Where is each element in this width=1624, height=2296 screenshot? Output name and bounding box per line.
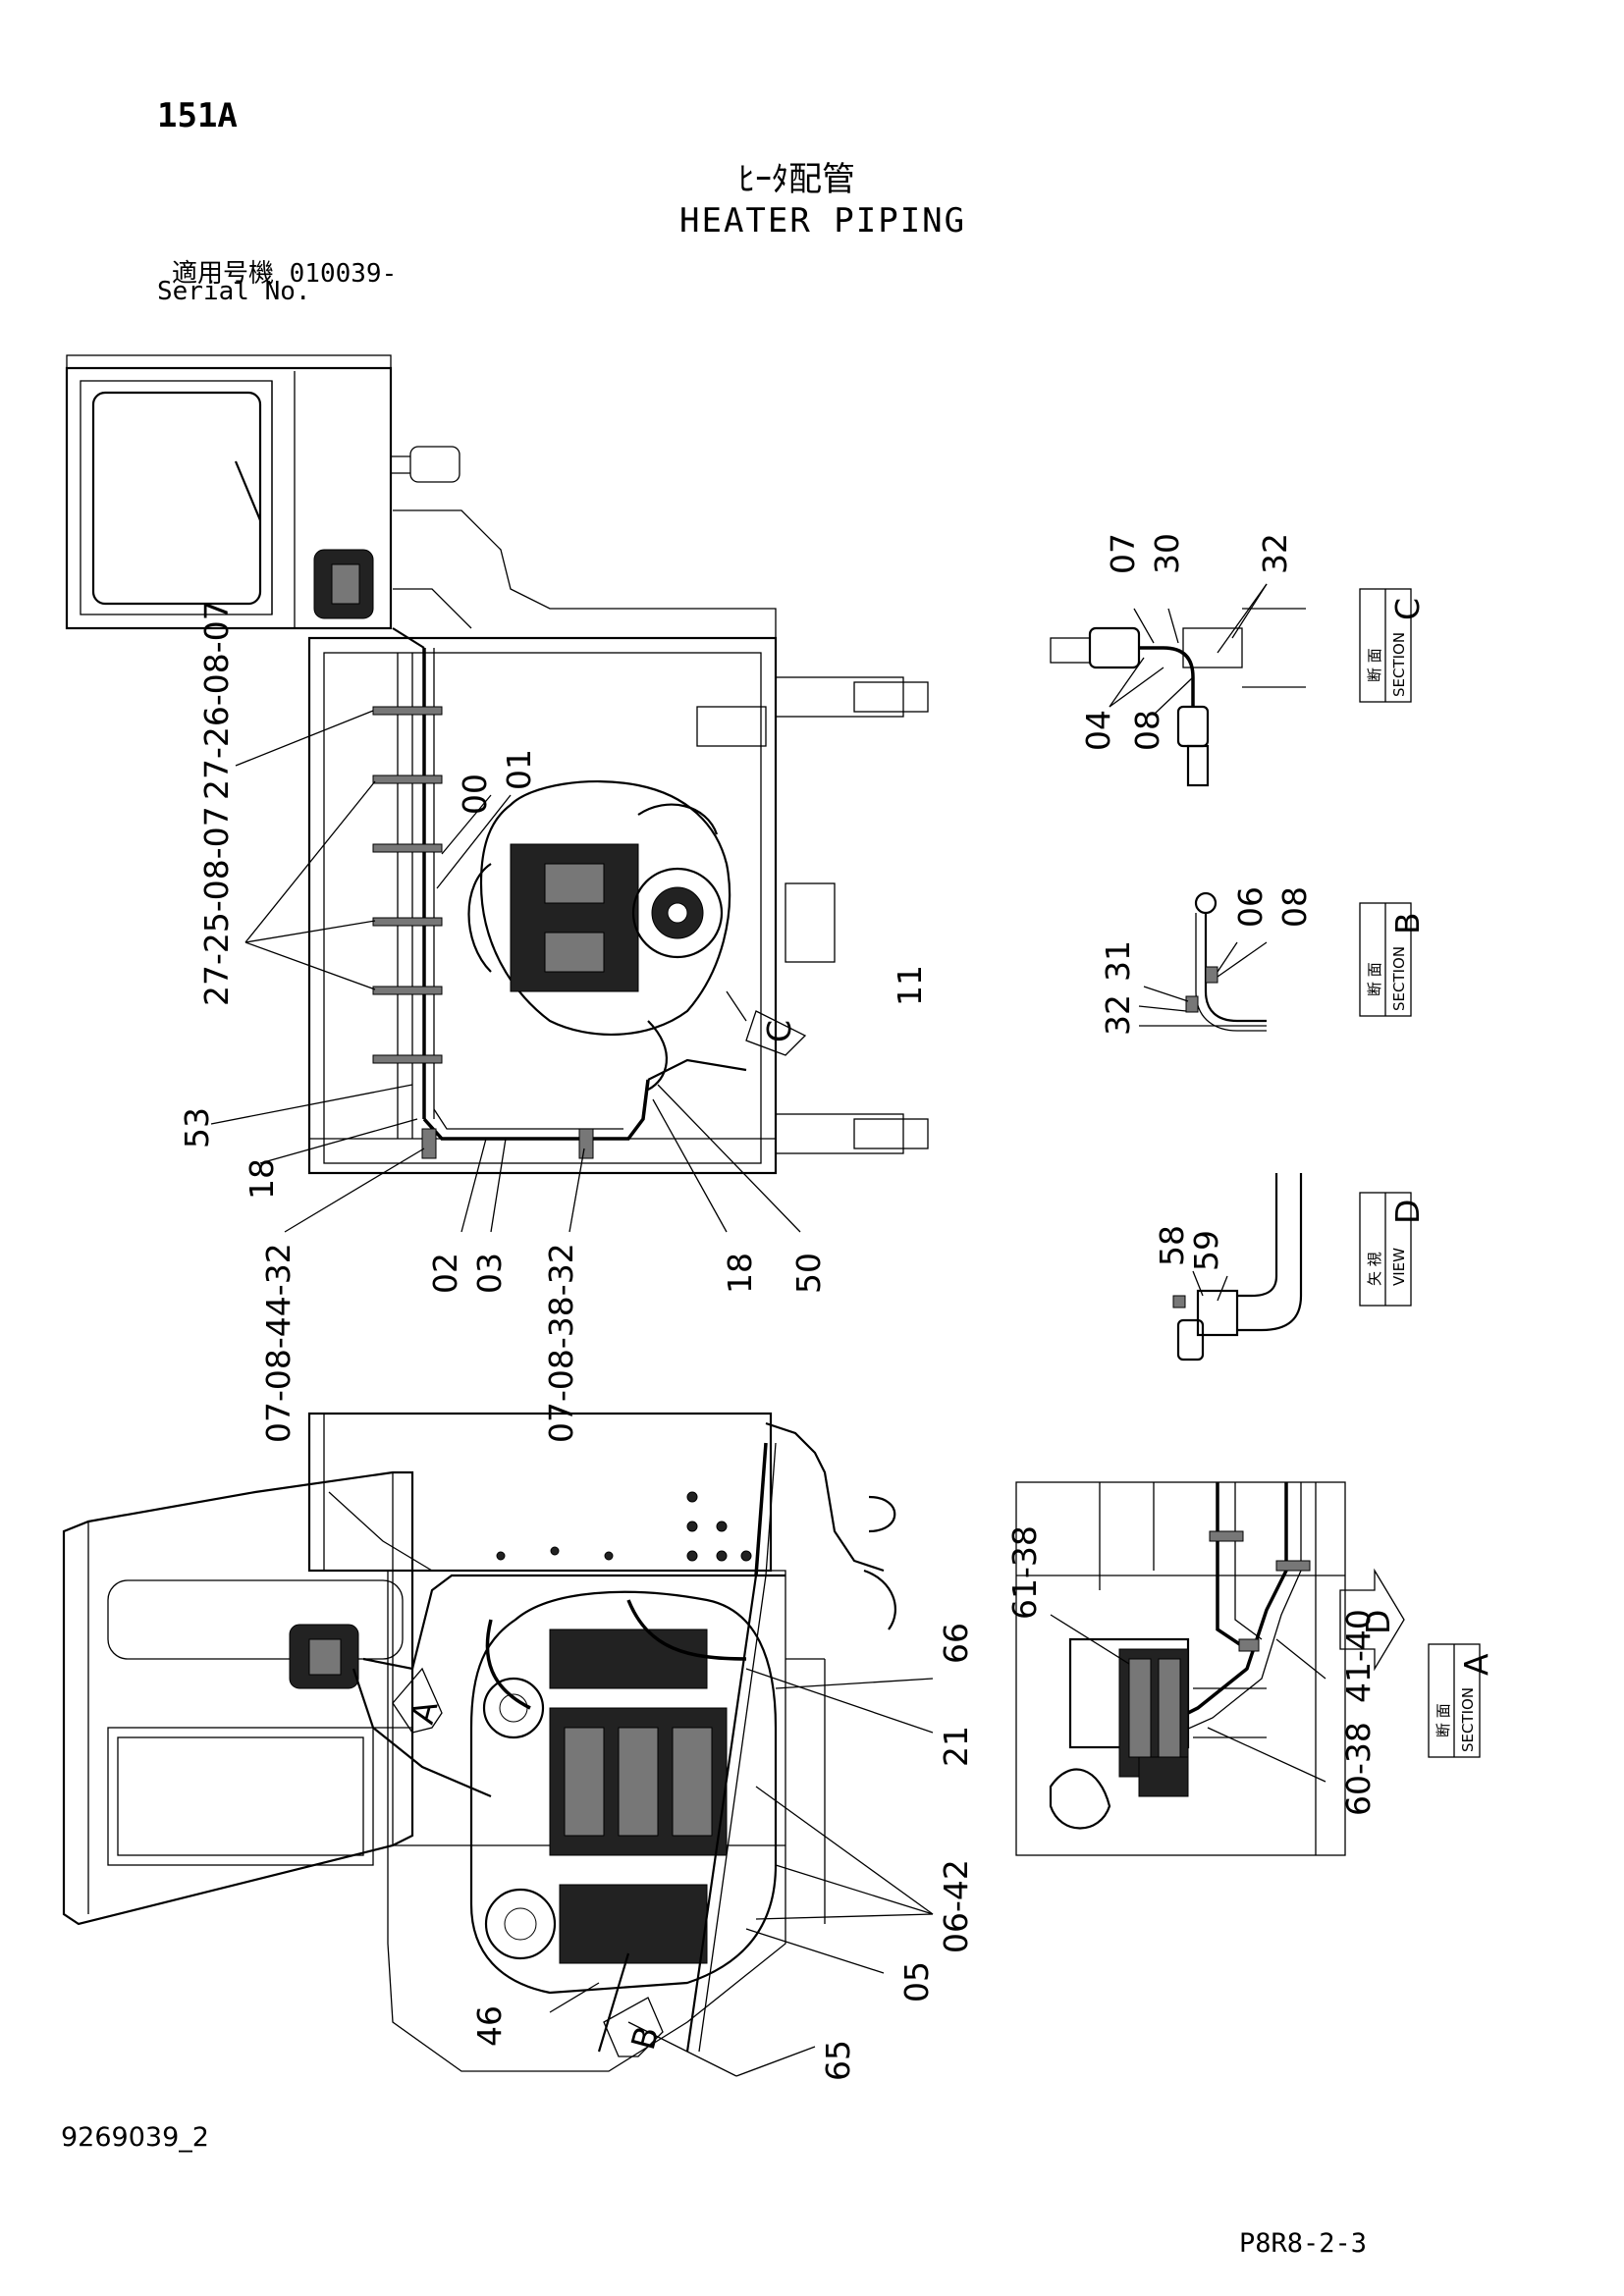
callout-53: 53 (178, 1107, 216, 1148)
callout-27-26-08-07: 27-26-08-07 (197, 600, 236, 800)
sec-b-callout-06: 06 (1231, 886, 1270, 928)
view-d-callout-59: 59 (1187, 1230, 1225, 1271)
sec-a-callout-41-40: 41-40 (1339, 1609, 1378, 1703)
sec-c-callout-08: 08 (1128, 710, 1166, 751)
sec-c-callout-07: 07 (1104, 533, 1142, 574)
svg-text:SECTION: SECTION (1390, 632, 1408, 697)
side-elevation-view: A B (62, 1412, 934, 2077)
document-number: 9269039_2 (61, 2122, 209, 2153)
callout-21: 21 (937, 1726, 975, 1767)
callout-46: 46 (470, 2005, 509, 2047)
section-a-view-d: D (1359, 1610, 1397, 1634)
sec-b-callout-32: 32 (1099, 994, 1137, 1036)
serial-applicability-jp: 適用号機 010039- (172, 259, 398, 289)
svg-text:断 面: 断 面 (1366, 962, 1383, 996)
page-code: P8R8-2-3 (1239, 2228, 1368, 2259)
section-b-detail: 06 08 31 32 断 面 SECTION B (1099, 886, 1427, 1036)
section-a-detail: D 61-38 41-40 60-38 断 面 SECTION A (1005, 1481, 1495, 1856)
section-b-letter: B (1388, 912, 1427, 934)
callout-27-25-08-07: 27-25-08-07 (197, 806, 236, 1006)
view-d-letter: D (1388, 1200, 1427, 1224)
sec-c-callout-04: 04 (1079, 710, 1117, 751)
svg-text:SECTION: SECTION (1390, 946, 1408, 1011)
section-a-letter: A (1457, 1653, 1495, 1676)
sec-b-callout-08: 08 (1275, 886, 1314, 928)
page-title: HEATER PIPING (679, 201, 967, 240)
bottom-view-callouts: 66 21 06-42 05 46 65 (470, 1623, 975, 2081)
callout-06-42: 06-42 (937, 1859, 975, 1953)
callout-01: 01 (500, 749, 538, 790)
view-a-arrow: A (392, 1667, 446, 1734)
callout-50: 50 (789, 1253, 828, 1294)
svg-text:断 面: 断 面 (1366, 648, 1383, 682)
sec-b-callout-31: 31 (1099, 940, 1137, 982)
callout-07-08-44-32: 07-08-44-32 (259, 1243, 298, 1443)
callout-00: 00 (456, 774, 494, 815)
callout-18-left: 18 (243, 1158, 281, 1200)
top-view-callouts: 27-26-08-07 00 01 27-25-08-07 11 53 18 0… (178, 600, 929, 1443)
svg-text:SECTION: SECTION (1459, 1687, 1477, 1752)
sec-a-callout-60-38: 60-38 (1339, 1722, 1378, 1816)
svg-text:C: C (760, 1020, 798, 1042)
page-number: 151A (157, 96, 238, 135)
callout-02: 02 (426, 1253, 464, 1294)
callout-18-right: 18 (721, 1253, 759, 1294)
serial-number-label: Serial No. (157, 277, 311, 306)
section-c-letter: C (1388, 598, 1427, 620)
callout-66: 66 (937, 1623, 975, 1664)
view-c-arrow: C (745, 1010, 807, 1056)
top-plan-view: C (65, 354, 929, 1233)
engine-side (469, 1590, 778, 1995)
section-c-detail: 07 30 32 04 08 断 面 SECTION C (1050, 533, 1427, 787)
sec-c-callout-32: 32 (1256, 533, 1294, 574)
callout-03: 03 (470, 1253, 509, 1294)
svg-text:A: A (403, 1696, 446, 1728)
callout-65: 65 (819, 2040, 857, 2081)
view-d-detail: 58 59 矢 視 VIEW D (1153, 1173, 1427, 1362)
callout-07-08-38-32: 07-08-38-32 (542, 1243, 580, 1443)
view-d-callout-58: 58 (1153, 1225, 1191, 1266)
svg-text:VIEW: VIEW (1390, 1248, 1408, 1286)
engine-top (467, 779, 731, 1091)
callout-11: 11 (891, 965, 929, 1006)
pipe-clamps (372, 706, 594, 1159)
callout-05: 05 (897, 1961, 936, 2002)
title-japanese: ﾋｰﾀ配管 (738, 160, 855, 199)
sec-a-callout-61-38: 61-38 (1005, 1525, 1044, 1620)
svg-text:矢 視: 矢 視 (1366, 1252, 1383, 1286)
svg-text:断 面: 断 面 (1435, 1703, 1452, 1737)
sec-c-callout-30: 30 (1148, 533, 1186, 574)
